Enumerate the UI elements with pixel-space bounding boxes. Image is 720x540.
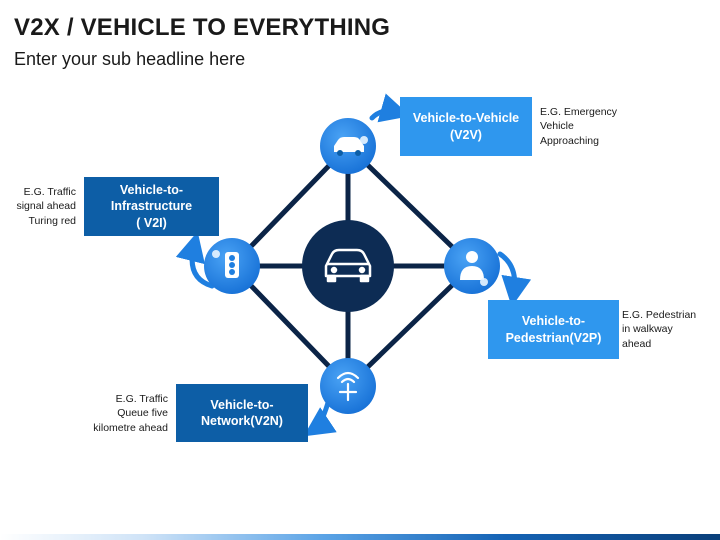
page-subtitle: Enter your sub headline here bbox=[14, 49, 246, 69]
v2p-note: E.G. Pedestrian in walkway ahead bbox=[622, 309, 697, 350]
v2v-label: Vehicle-to-Vehicle (V2V) bbox=[412, 111, 520, 142]
v2i-label: Vehicle-to- Infrastructure ( V2I) bbox=[110, 183, 193, 230]
center-car-icon bbox=[324, 248, 372, 283]
top-car-icon bbox=[334, 137, 364, 156]
v2i-label-box: Vehicle-to- Infrastructure ( V2I) bbox=[84, 177, 219, 236]
antenna-icon bbox=[336, 371, 360, 402]
arrow-top bbox=[369, 93, 411, 123]
v2v-note: E.G. Emergency Vehicle Approaching bbox=[540, 106, 618, 147]
page-title: V2X / VEHICLE TO EVERYTHING bbox=[14, 14, 391, 41]
connector-top-right bbox=[345, 143, 475, 269]
connector-bottom-right bbox=[345, 263, 475, 389]
node-bottom bbox=[320, 358, 376, 414]
v2n-note: E.G. Traffic Queue five kilometre ahead bbox=[93, 393, 168, 434]
footer-bar bbox=[0, 534, 720, 540]
v2v-label-box: Vehicle-to-Vehicle (V2V) bbox=[400, 97, 532, 156]
node-left bbox=[204, 238, 260, 294]
node-top bbox=[320, 118, 376, 174]
arrow-right bbox=[497, 251, 532, 307]
v2p-label-box: Vehicle-to- Pedestrian(V2P) bbox=[488, 300, 619, 359]
traffic-light-icon bbox=[225, 252, 239, 278]
pedestrian-icon bbox=[460, 251, 484, 280]
v2p-label: Vehicle-to- Pedestrian(V2P) bbox=[505, 314, 602, 345]
center-node bbox=[302, 220, 394, 312]
node-right bbox=[444, 238, 500, 294]
v2i-note: E.G. Traffic signal ahead Turing red bbox=[16, 186, 76, 227]
v2n-label: Vehicle-to- Network(V2N) bbox=[201, 397, 283, 428]
arrow-left bbox=[175, 231, 215, 289]
v2n-label-box: Vehicle-to- Network(V2N) bbox=[176, 384, 308, 442]
